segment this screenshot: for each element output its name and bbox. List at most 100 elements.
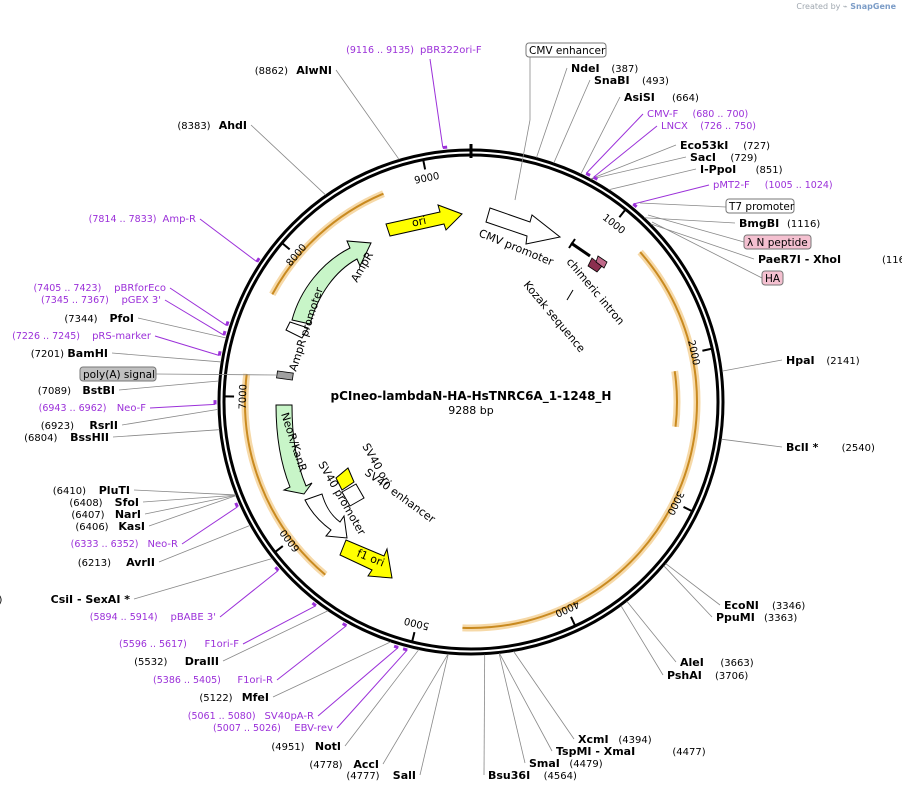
primer-name: LNCX — [661, 121, 688, 132]
sv40-enhancer-box — [341, 483, 365, 507]
tick-label: 7000 — [238, 384, 250, 410]
site-leader — [722, 359, 783, 372]
site-name: Bsu36I — [488, 769, 530, 782]
site-leader — [665, 563, 721, 606]
cmv-promoter-arrow — [485, 207, 562, 245]
ampr-arrow — [291, 240, 372, 325]
site-leader — [148, 495, 237, 527]
site-avrii: AvrII(6213) — [78, 525, 251, 569]
site-position: (1167) — [882, 255, 902, 266]
site-name: PluTI — [99, 484, 130, 497]
site-saci: SacI(729) — [590, 151, 757, 180]
cmv-enhancer-leader-2 — [514, 119, 531, 201]
site-alei: AleI (3663) — [626, 601, 754, 669]
site-rsrii: RsrII(6923) — [41, 408, 219, 432]
cmv-enhancer-box — [525, 42, 607, 58]
primer-f1orif: F1ori-F(5596 .. 5617) — [119, 601, 317, 650]
ampr-promoter-arrow — [285, 321, 309, 339]
site-position: (7089) — [38, 386, 71, 397]
site-name: PpuMI — [716, 611, 755, 624]
site-pluti: PluTI(6410) — [53, 484, 236, 497]
tick-mark — [281, 242, 291, 251]
site-position: (3663) — [720, 658, 753, 669]
tick-mark — [683, 506, 693, 513]
site-tspmi: TspMI - XmaI(4477) — [499, 653, 706, 758]
site-noti: NotI(4951) — [271, 649, 420, 753]
site-leader — [644, 217, 736, 224]
site-name: AleI — [680, 656, 704, 669]
site-position: (6923) — [41, 421, 74, 432]
site-position: (7201) — [31, 349, 64, 360]
site-name: CsiI - SexAI * — [51, 593, 131, 606]
site-leader — [580, 96, 621, 175]
primer-range: (6333 .. 6352) — [71, 539, 139, 550]
t7-promoter-box — [725, 198, 795, 214]
site-position: (3346) — [772, 601, 805, 612]
ha-label: HA — [765, 273, 781, 285]
primer-name: pBR322ori-F — [420, 45, 482, 56]
primer-name: pGEX 3' — [121, 295, 161, 306]
primer-prsmarker: pRS-marker(7226 .. 7245) — [12, 331, 222, 356]
site-name: PaeR7I - XhoI — [758, 253, 841, 266]
primer-range: (5894 .. 5914) — [90, 612, 158, 623]
primer-leader — [219, 570, 279, 618]
site-leader — [721, 438, 783, 448]
site-name: AlwNI — [296, 64, 332, 77]
site-leader — [608, 168, 697, 191]
site-position: (664) — [672, 93, 699, 104]
site-position: (6407) — [71, 510, 104, 521]
primer-name: CMV-F — [647, 109, 678, 120]
site-bcli: BclI *(2540) — [721, 438, 875, 454]
sv40-enhancer-label: SV40 enhancer — [362, 466, 438, 526]
primer-range: (6943 .. 6962) — [39, 403, 107, 414]
site-position: (7344) — [64, 314, 97, 325]
tick-label: 6000 — [278, 527, 302, 554]
site-name: SnaBI — [594, 74, 630, 87]
plasmid-length: 9288 bp — [448, 404, 493, 417]
primer-leader — [149, 403, 216, 409]
site-leader — [250, 124, 326, 196]
primer-name: Amp-R — [163, 214, 197, 225]
t7-promoter-leader — [639, 202, 727, 208]
primer-range: (1005 .. 1024) — [765, 180, 833, 191]
site-name: BstBI — [82, 384, 115, 397]
snapgene-watermark: Created by ⌁ SnapGene — [796, 2, 896, 11]
site-position: (3363) — [764, 613, 797, 624]
tick-label: 3000 — [664, 489, 685, 517]
primer-leader — [164, 299, 225, 336]
site-position: (5980) — [0, 595, 2, 606]
site-position: (6213) — [78, 558, 111, 569]
site-position: (4777) — [346, 771, 379, 782]
site-leader — [344, 649, 420, 747]
sv40-ori-box — [335, 467, 355, 491]
primer-range: (680 .. 700) — [693, 109, 749, 120]
site-alwni: AlwNI(8862) — [255, 64, 400, 160]
site-leader — [137, 317, 227, 339]
site-position: (1116) — [787, 219, 820, 230]
primer-range: (7405 .. 7423) — [33, 283, 101, 294]
site-position: (8383) — [177, 121, 210, 132]
primer-leader — [242, 605, 317, 645]
site-name: BmgBI — [739, 217, 779, 230]
snapgene-logo-icon: ⌁ — [842, 2, 848, 11]
site-position: (5532) — [134, 657, 167, 668]
site-leader — [272, 641, 391, 698]
site-leader — [626, 601, 677, 663]
primer-name: Neo-R — [148, 539, 179, 550]
tick-label: 4000 — [553, 598, 581, 619]
tick-mark — [570, 616, 577, 627]
site-position: (2141) — [826, 356, 859, 367]
t7-promoter-label: T7 promoter — [728, 201, 795, 213]
site-leader — [144, 495, 236, 515]
primer-mark — [222, 330, 227, 336]
orf-inner-arc — [673, 371, 678, 427]
primer-name: Neo-F — [117, 403, 147, 414]
site-position: (4394) — [618, 735, 651, 746]
ha-mark — [595, 255, 608, 269]
site-name: NarI — [115, 508, 141, 521]
site-leader — [590, 156, 687, 180]
neor-kanr-arrow — [275, 404, 313, 495]
primer-range: (5596 .. 5617) — [119, 639, 187, 650]
primer-pgex3: pGEX 3'(7345 .. 7367) — [41, 295, 227, 336]
